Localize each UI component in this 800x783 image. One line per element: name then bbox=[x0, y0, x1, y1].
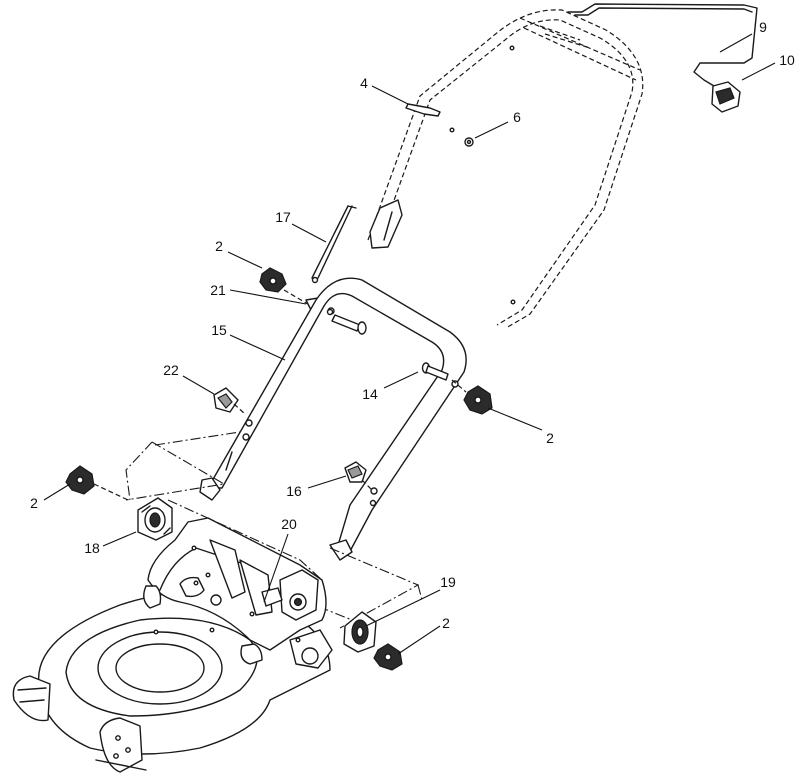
callout-2-bottom: 2 bbox=[442, 615, 450, 631]
part-4-cable-clip bbox=[405, 103, 441, 117]
callout-20: 20 bbox=[281, 516, 297, 532]
part-2-knob-left bbox=[65, 465, 129, 501]
callout-2-right: 2 bbox=[546, 430, 554, 446]
phantom-lines bbox=[125, 431, 423, 629]
upper-handle bbox=[367, 9, 644, 329]
part-2-knob-bottom bbox=[373, 643, 403, 671]
callout-2-upper: 2 bbox=[215, 238, 223, 254]
callout-17: 17 bbox=[275, 209, 291, 225]
callout-21: 21 bbox=[210, 282, 226, 298]
callout-6: 6 bbox=[513, 109, 521, 125]
part-2-knob-right bbox=[451, 379, 493, 415]
callout-15: 15 bbox=[211, 322, 227, 338]
part-14-bolt bbox=[421, 362, 449, 381]
callout-14: 14 bbox=[362, 386, 378, 402]
callout-10: 10 bbox=[779, 52, 795, 68]
callout-2-left: 2 bbox=[30, 495, 38, 511]
part-22-cap bbox=[213, 387, 246, 415]
part-6-nut bbox=[464, 137, 474, 147]
part-10-bail-lever bbox=[711, 81, 741, 113]
part-19-pivot-bracket bbox=[343, 611, 377, 653]
part-15-lower-handle bbox=[199, 277, 467, 561]
callout-16: 16 bbox=[286, 483, 302, 499]
part-18-pivot-bracket bbox=[137, 497, 173, 541]
mower-deck bbox=[12, 517, 333, 773]
part-9-control-cable bbox=[567, 3, 758, 87]
callout-19: 19 bbox=[440, 574, 456, 590]
leader-lines bbox=[43, 33, 776, 655]
callout-4: 4 bbox=[360, 75, 368, 91]
callout-9: 9 bbox=[759, 19, 767, 35]
part-16-cable-guide bbox=[344, 461, 373, 491]
part-17-cable-rod bbox=[311, 205, 357, 284]
callout-22: 22 bbox=[163, 362, 179, 378]
upper-handle-left-leg bbox=[369, 199, 403, 249]
handle-bolt-upper bbox=[331, 314, 367, 335]
callout-18: 18 bbox=[84, 540, 100, 556]
